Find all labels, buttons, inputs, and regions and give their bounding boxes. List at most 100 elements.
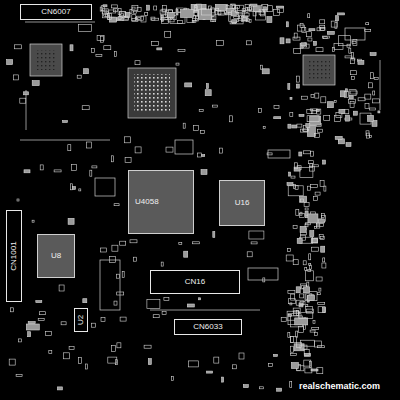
pad (262, 5, 268, 10)
pad (202, 155, 205, 157)
pad (346, 115, 350, 121)
pad (32, 81, 39, 86)
pad (135, 147, 141, 153)
pad (225, 13, 227, 15)
pad (108, 357, 117, 363)
pad (310, 164, 313, 167)
pad (258, 109, 261, 113)
pad (366, 23, 369, 25)
pad (112, 5, 118, 8)
pad (314, 197, 318, 201)
pad (263, 278, 265, 282)
pad (112, 245, 118, 251)
pad (232, 365, 236, 369)
pad (299, 303, 303, 307)
pad (289, 172, 291, 176)
pad (199, 298, 201, 300)
pad (157, 48, 162, 50)
pad (247, 252, 252, 257)
pad (303, 261, 306, 265)
pad (7, 60, 13, 65)
pad (86, 142, 91, 148)
pad (307, 295, 314, 300)
pad (308, 214, 318, 223)
connector-footprint: CN1001 (6, 210, 22, 302)
pad (176, 63, 179, 65)
pad (132, 5, 138, 10)
pad (229, 116, 232, 122)
pad (243, 18, 247, 21)
pad (306, 124, 310, 128)
pad (346, 143, 351, 147)
pad (323, 37, 327, 39)
pad (83, 299, 87, 303)
component-pads (7, 4, 380, 391)
pad (286, 22, 288, 27)
pad (192, 20, 194, 22)
pad (293, 260, 298, 265)
pad (302, 28, 306, 33)
pad (117, 292, 124, 295)
pad (232, 5, 239, 8)
pad (323, 36, 330, 38)
pad (188, 361, 198, 367)
pad (38, 319, 44, 321)
pad (300, 199, 303, 202)
pad (100, 7, 102, 11)
pad (117, 274, 120, 278)
pad (242, 13, 249, 16)
pad (288, 84, 290, 90)
pad (300, 167, 313, 177)
part-designator: U4058 (134, 198, 160, 206)
pad (96, 55, 102, 57)
pad (317, 109, 321, 114)
pad (289, 314, 292, 316)
pad (102, 9, 108, 14)
pad (294, 49, 301, 54)
pad (10, 308, 13, 312)
pad (125, 158, 131, 163)
pad (63, 121, 68, 123)
pad (219, 11, 225, 15)
pad (334, 101, 336, 103)
pad (300, 345, 307, 349)
pad (17, 199, 19, 201)
pad (308, 269, 311, 271)
pad (304, 287, 310, 293)
pad (164, 297, 169, 300)
pad (291, 176, 295, 178)
pad (286, 255, 293, 261)
pad (306, 271, 314, 281)
pad (316, 277, 322, 281)
pad (274, 117, 281, 119)
pad (135, 61, 140, 65)
pad (365, 103, 369, 108)
pad (154, 6, 157, 10)
pad (314, 41, 317, 45)
pad (301, 43, 306, 46)
pad (311, 239, 317, 243)
pad (267, 17, 272, 23)
pad (349, 48, 351, 53)
pad (14, 75, 19, 80)
pad (290, 303, 292, 305)
pad (179, 243, 182, 245)
pad (121, 14, 124, 16)
pad (212, 16, 216, 20)
pad (161, 15, 168, 20)
part-designator: U16 (234, 199, 251, 207)
pad (313, 165, 319, 167)
pad (351, 59, 355, 64)
pad (199, 109, 203, 111)
pad (334, 116, 340, 122)
pad (339, 36, 351, 46)
pad (300, 294, 304, 298)
pad (247, 8, 251, 10)
pad (207, 371, 213, 373)
pad (296, 84, 299, 88)
pad (320, 27, 325, 30)
pad (59, 285, 64, 291)
pad (370, 53, 376, 56)
pad (85, 364, 87, 369)
pad (300, 24, 303, 28)
